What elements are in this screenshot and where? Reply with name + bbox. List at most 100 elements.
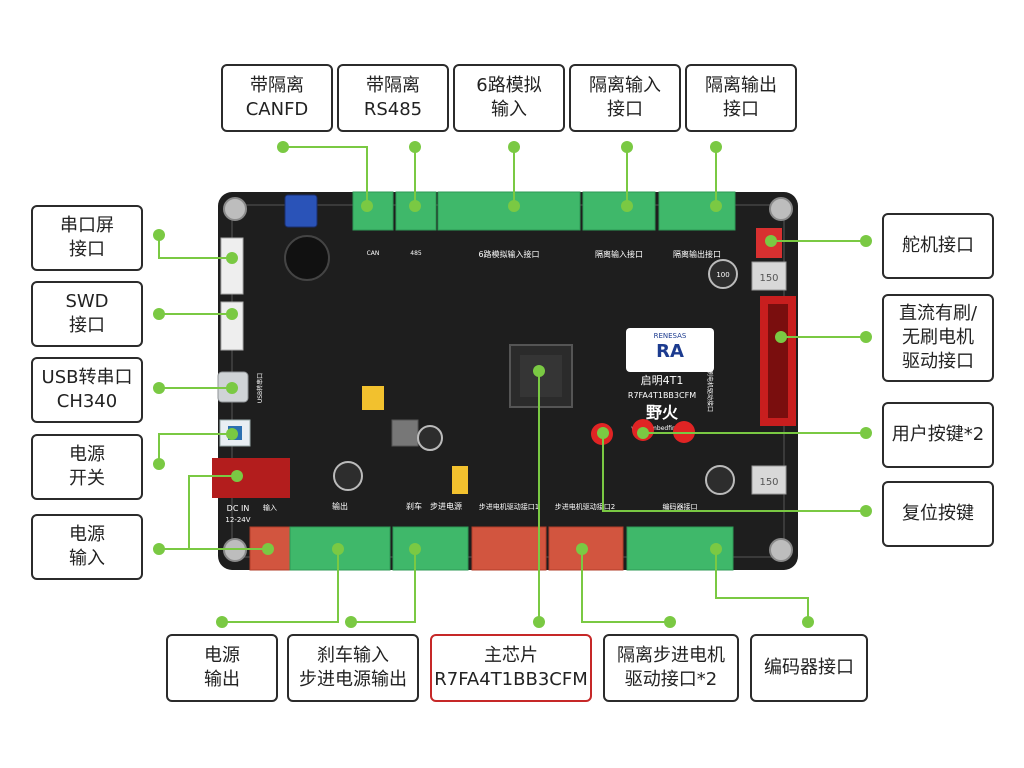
silk-input: 输入 [263,503,277,512]
label-line: 输入 [490,99,527,120]
ra-logo-plate [626,328,714,372]
silk-brake: 刹车 [406,501,422,511]
silk-stepper-1: 步进电机驱动接口1 [479,502,539,511]
chip-series-text: RA [656,341,684,362]
chip-brand-text: RENESAS [654,332,687,340]
silk-stepper-2: 步进电机驱动接口2 [555,502,615,511]
label-line: CH340 [56,391,118,412]
label-power-output: 电源输出 [166,634,278,702]
capacitor [705,465,735,495]
dc-motor-pins [768,304,788,418]
label-line: 输出 [204,669,240,690]
silk-output: 输出 [332,501,348,511]
label-line: 无刷电机 [901,327,974,348]
label-encoder: 编码器接口 [750,634,868,702]
label-servo: 舵机接口 [882,213,994,279]
label-line: R7FA4T1BB3CFM [434,669,588,690]
silk-can: CAN [367,250,380,257]
label-power-switch: 电源开关 [31,434,143,500]
label-line: SWD [65,291,109,312]
silk-iso-in: 隔离输入接口 [595,249,643,259]
leader-uart-screen [158,235,232,259]
label-line: 隔离步进电机 [617,645,725,666]
website-text: www.embedfire.com [631,425,693,432]
terminal-iso-out [658,191,736,231]
inductor-mid [391,419,419,447]
label-line: 电源 [69,524,105,545]
label-rs485: 带隔离 RS485 [337,64,449,132]
label-line: 输入 [69,548,105,569]
label-line: RS485 [363,99,423,120]
inductor-bottom [751,465,787,495]
label-line: CANFD [245,99,309,120]
uart-screen-connector [220,237,244,295]
leader-lines [158,146,866,623]
terminal-stepper-1 [471,526,547,571]
inductor-value: 150 [759,477,778,488]
label-line: 6路模拟 [476,75,542,96]
inductor-value: 150 [759,273,778,284]
inductor-top [751,261,787,291]
leader-power-switch [158,433,232,464]
label-stepper: 隔离步进电机驱动接口*2 [603,634,739,702]
label-uart-screen: 串口屏接口 [31,205,143,271]
board-name-text: 启明4T1 [641,374,684,387]
leader-power-input [159,475,237,550]
silk-iso-out: 隔离输出接口 [673,249,721,259]
silk-encoder: 编码器接口 [663,502,698,511]
mounting-hole [223,197,247,221]
label-line: 直流有刷/ [898,303,978,324]
top-terminals [352,191,736,231]
label-line: 驱动接口*2 [624,669,718,690]
chip-model-text: R7FA4T1BB3CFM [628,391,696,400]
label-line: 刹车输入 [317,645,389,666]
label-user-keys: 用户按键*2 [882,402,994,468]
jumper-yellow [452,466,468,494]
silk-analog: 6路模拟输入接口 [478,249,539,259]
label-iso-out: 隔离输出接口 [685,64,797,132]
mounting-hole [769,197,793,221]
capacitor-value: 100 [716,271,729,279]
silk-dc-motor: 直流有刷/无刷电机驱动接口 [706,338,714,412]
label-line: 复位按键 [902,503,974,524]
capacitor [417,425,443,451]
capacitor [333,461,363,491]
terminal-canfd [352,191,394,231]
label-analog: 6路模拟输入 [453,64,565,132]
leader-encoder [715,549,809,622]
potentiometer [284,194,318,228]
label-line: 电源 [69,444,105,465]
terminal-analog [437,191,581,231]
terminal-brake [392,526,469,571]
jumper-yellow [362,386,384,410]
label-line: 编码器接口 [764,657,854,678]
label-line: USB转串口 [41,367,133,388]
leader-canfd [283,146,368,206]
buzzer [284,235,330,281]
leader-reset [602,433,866,512]
leader-dots [153,141,872,628]
capacitor [708,259,738,289]
label-line: 接口 [723,99,759,120]
label-power-input: 电源输入 [31,514,143,580]
brand-text: 野火 [646,403,679,422]
mounting-hole [769,538,793,562]
leader-power-output [222,549,339,623]
label-dc-motor: 直流有刷/无刷电机驱动接口 [882,294,994,382]
label-line: 步进电源输出 [299,669,407,690]
label-line: 带隔离 [365,75,420,96]
label-brake: 刹车输入步进电源输出 [287,634,419,702]
label-reset-key: 复位按键 [882,481,994,547]
silk-dc-in: DC IN [227,504,250,513]
bottom-terminals [249,526,734,571]
label-line: 接口 [69,239,105,260]
silk-dc-range: 12-24V [225,516,250,524]
silk-stepper-power: 步进电源 [430,501,462,511]
power-input-jack [212,458,290,498]
label-usb-uart: USB转串口 CH340 [31,357,143,423]
label-line: 隔离输出 [705,75,777,96]
label-line: 隔离输入 [589,75,661,96]
silk-485: 485 [410,250,422,257]
